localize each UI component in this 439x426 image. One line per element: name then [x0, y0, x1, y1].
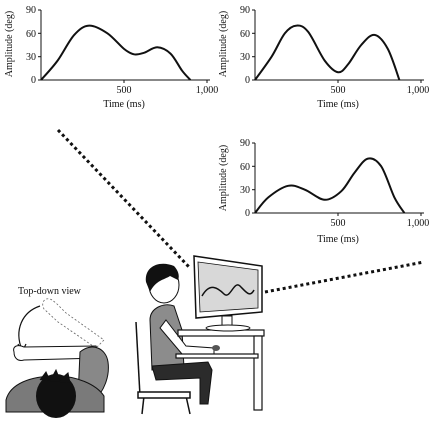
projection-line-right: [264, 260, 425, 294]
plot-3-x-ticks: 500 1,000: [331, 213, 430, 229]
plot-3-ylabel: Amplitude (deg): [218, 145, 229, 211]
dashed-arm-outline: [42, 298, 105, 349]
plot-1-ytick-30: 30: [26, 52, 36, 63]
desk: [175, 329, 265, 411]
plot-top-right: Amplitude (deg) 0 30 60 90 500 1,000 Tim…: [218, 5, 429, 110]
plot-1-y-ticks: 0 30 60 90: [26, 5, 41, 86]
plot-2-ytick-90: 90: [240, 5, 250, 16]
plot-middle-right: Amplitude (deg) 0 30 60 90 500 1,000 Tim…: [218, 138, 429, 245]
plot-2-ylabel: Amplitude (deg): [218, 11, 229, 77]
person-hair: [145, 263, 179, 292]
person-at-computer-illustration: [135, 255, 265, 415]
plot-3-ytick-30: 30: [240, 185, 250, 196]
plot-1-series-line: [40, 24, 192, 81]
plot-2-xtick-1000: 1,000: [407, 85, 430, 96]
chair: [135, 321, 191, 415]
monitor: [193, 255, 263, 332]
plot-3-ytick-60: 60: [240, 162, 250, 173]
plot-1-ytick-90: 90: [26, 5, 36, 16]
plot-1-ytick-60: 60: [26, 29, 36, 40]
plot-1-ytick-0: 0: [31, 75, 36, 86]
plot-3-xtick-500: 500: [331, 218, 346, 229]
person-legs: [151, 361, 213, 405]
monitor-waveform: [201, 284, 255, 297]
top-down-view-caption: Top-down view: [18, 286, 82, 297]
plot-1-x-ticks: 500 1,000: [117, 80, 219, 96]
plot-2-ytick-0: 0: [245, 75, 250, 86]
plot-3-ytick-90: 90: [240, 138, 250, 149]
mouse: [212, 345, 220, 351]
projection-lines: [56, 128, 425, 294]
projection-line-left: [56, 128, 192, 270]
plot-2-xtick-500: 500: [331, 85, 346, 96]
plot-2-series-line: [254, 24, 401, 81]
plot-1-xtick-1000: 1,000: [196, 85, 219, 96]
plot-1-ylabel: Amplitude (deg): [4, 11, 15, 77]
motion-arrow: [18, 305, 41, 351]
head-top: [36, 374, 76, 418]
plot-top-left: Amplitude (deg) 0 30 60 90 500 1,000 Tim…: [4, 5, 218, 110]
plot-3-xlabel: Time (ms): [317, 234, 359, 245]
plot-2-x-ticks: 500 1,000: [331, 80, 430, 96]
plot-2-ytick-30: 30: [240, 52, 250, 63]
plot-3-ytick-0: 0: [245, 208, 250, 219]
plot-3-xtick-1000: 1,000: [407, 218, 430, 229]
plot-2-y-ticks: 0 30 60 90: [240, 5, 255, 86]
top-down-arm-illustration: [5, 298, 109, 418]
plot-2-xlabel: Time (ms): [317, 99, 359, 110]
plot-3-y-ticks: 0 30 60 90: [240, 138, 255, 219]
plot-1-xlabel: Time (ms): [103, 99, 145, 110]
plot-2-ytick-60: 60: [240, 29, 250, 40]
plot-3-series-line: [254, 157, 406, 214]
hair-spikes: [39, 368, 71, 384]
plot-1-xtick-500: 500: [117, 85, 132, 96]
